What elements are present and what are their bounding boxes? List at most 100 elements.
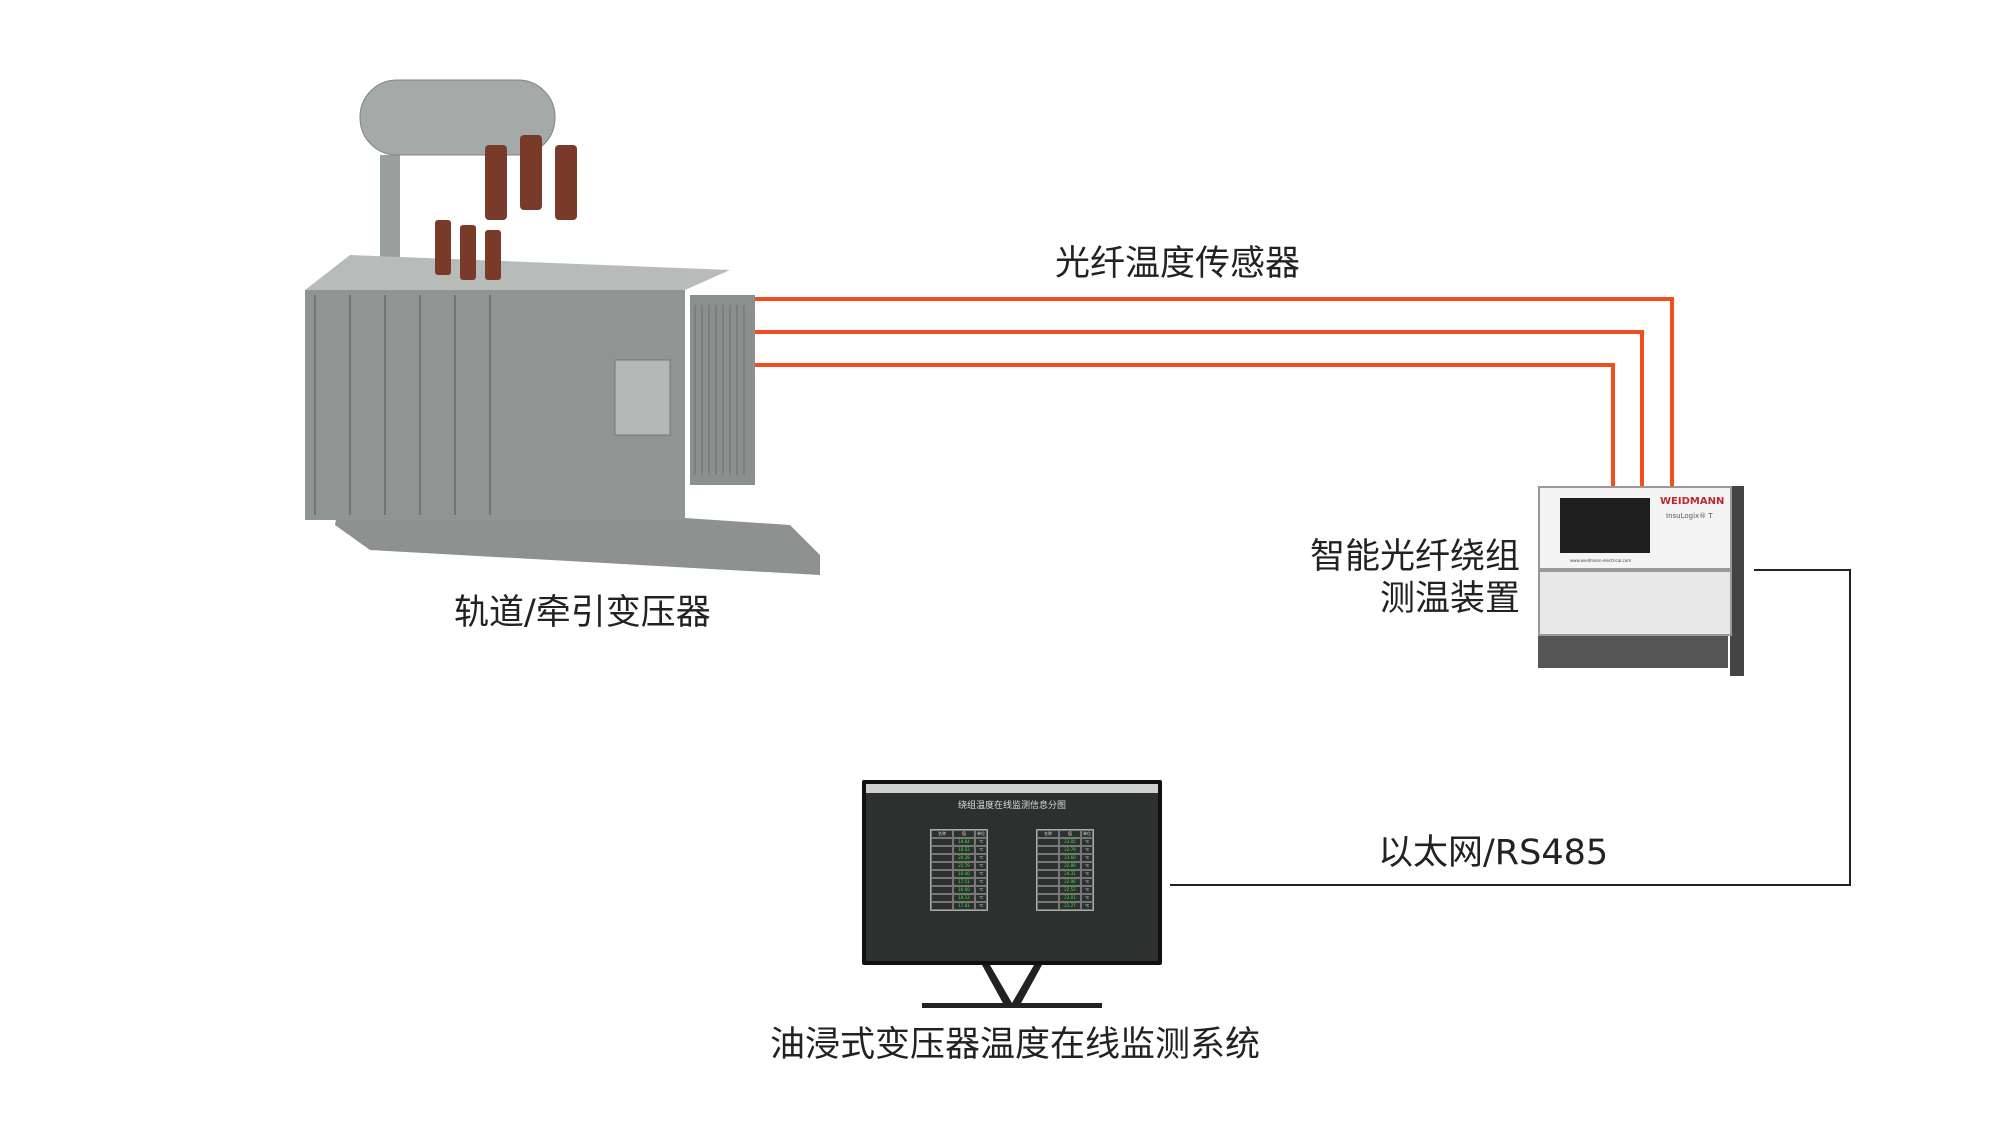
value-cell: 23.01 xyxy=(1059,894,1081,902)
value-cell: 17.51 xyxy=(953,878,975,886)
table-row: 22.96℃ xyxy=(1037,878,1093,886)
name-cell xyxy=(931,886,953,894)
network-label: 以太网/RS485 xyxy=(1378,833,1609,873)
header-cell: 名称 xyxy=(931,830,953,838)
table-row: 24.31℃ xyxy=(1037,870,1093,878)
value-cell: 19.12 xyxy=(953,894,975,902)
value-cell: 19.64 xyxy=(953,838,975,846)
table-row: 17.51℃ xyxy=(931,878,987,886)
name-cell xyxy=(1037,878,1059,886)
name-cell xyxy=(931,838,953,846)
table-row: 23.01℃ xyxy=(1037,894,1093,902)
name-cell xyxy=(1037,854,1059,862)
header-cell: 值 xyxy=(953,830,975,838)
unit-cell: ℃ xyxy=(975,846,987,854)
sensor-label: 光纤温度传感器 xyxy=(1055,244,1301,284)
table-row: 16.60℃ xyxy=(931,886,987,894)
name-cell xyxy=(931,902,953,910)
unit-cell: ℃ xyxy=(1081,886,1093,894)
value-cell: 20.28 xyxy=(953,854,975,862)
value-cell: 22.52 xyxy=(1059,886,1081,894)
name-cell xyxy=(931,846,953,854)
table-row: 20.28℃ xyxy=(931,854,987,862)
unit-cell: ℃ xyxy=(975,894,987,902)
temperature-measurement-device: WEIDMANN InsuLogix® T www.weidmann-elect… xyxy=(1538,486,1746,682)
header-cell: 名称 xyxy=(1037,830,1059,838)
value-cell: 24.31 xyxy=(1059,870,1081,878)
unit-cell: ℃ xyxy=(975,878,987,886)
table-header: 名称值单位 xyxy=(931,830,987,838)
table-header: 名称值单位 xyxy=(1037,830,1093,838)
header-cell: 值 xyxy=(1059,830,1081,838)
network-line xyxy=(1170,569,1851,886)
value-cell: 16.40 xyxy=(953,870,975,878)
fiber-line-3 xyxy=(752,363,1615,490)
table-row: 23.60℃ xyxy=(1037,854,1093,862)
value-cell: 16.60 xyxy=(953,886,975,894)
unit-cell: ℃ xyxy=(1081,862,1093,870)
device-label-line2: 测温装置 xyxy=(1379,579,1520,619)
name-cell xyxy=(1037,894,1059,902)
name-cell xyxy=(931,862,953,870)
device-label-line1: 智能光纤绕组 xyxy=(1309,537,1520,577)
table-row: 19.12℃ xyxy=(931,894,987,902)
table-row: 22.89℃ xyxy=(1037,862,1093,870)
header-cell: 单位 xyxy=(1081,830,1093,838)
unit-cell: ℃ xyxy=(1081,902,1093,910)
value-cell: 17.81 xyxy=(953,902,975,910)
unit-cell: ℃ xyxy=(1081,878,1093,886)
table-row: 18.52℃ xyxy=(931,846,987,854)
name-cell xyxy=(1037,838,1059,846)
fiber-line-1 xyxy=(752,297,1674,490)
unit-cell: ℃ xyxy=(1081,854,1093,862)
name-cell xyxy=(931,878,953,886)
unit-cell: ℃ xyxy=(975,886,987,894)
device-brand: WEIDMANN xyxy=(1660,496,1725,507)
table-row: 16.40℃ xyxy=(931,870,987,878)
value-cell: 22.89 xyxy=(1059,862,1081,870)
transformer-label: 轨道/牵引变压器 xyxy=(454,593,711,633)
unit-cell: ℃ xyxy=(975,902,987,910)
table-row: 23.05℃ xyxy=(1037,838,1093,846)
unit-cell: ℃ xyxy=(975,854,987,862)
unit-cell: ℃ xyxy=(1081,838,1093,846)
value-cell: 22.96 xyxy=(1059,878,1081,886)
fiber-optic-lines xyxy=(752,297,1674,490)
monitor-stand xyxy=(922,965,1102,1008)
device-display xyxy=(1560,498,1650,553)
value-cell: 23.60 xyxy=(1059,854,1081,862)
unit-cell: ℃ xyxy=(975,838,987,846)
unit-cell: ℃ xyxy=(975,870,987,878)
transformer-image xyxy=(305,79,820,575)
screen-title: 绕组温度在线监测信息分图 xyxy=(957,801,1066,811)
device-fiber-ports xyxy=(1538,636,1728,668)
value-cell: 21.79 xyxy=(953,862,975,870)
name-cell xyxy=(1037,902,1059,910)
name-cell xyxy=(931,870,953,878)
device-connector-panel xyxy=(1538,570,1732,636)
unit-cell: ℃ xyxy=(1081,894,1093,902)
value-cell: 21.27 xyxy=(1059,902,1081,910)
unit-cell: ℃ xyxy=(975,862,987,870)
unit-cell: ℃ xyxy=(1081,846,1093,854)
name-cell xyxy=(1037,870,1059,878)
table-row: 21.79℃ xyxy=(931,862,987,870)
value-cell: 18.52 xyxy=(953,846,975,854)
fiber-line-2 xyxy=(752,330,1644,490)
header-cell: 单位 xyxy=(975,830,987,838)
value-cell: 23.05 xyxy=(1059,838,1081,846)
system-label: 油浸式变压器温度在线监测系统 xyxy=(770,1025,1261,1065)
unit-cell: ℃ xyxy=(1081,870,1093,878)
table-row: 19.64℃ xyxy=(931,838,987,846)
table-row: 22.52℃ xyxy=(1037,886,1093,894)
value-cell: 22.79 xyxy=(1059,846,1081,854)
name-cell xyxy=(1037,846,1059,854)
name-cell xyxy=(931,894,953,902)
name-cell xyxy=(1037,862,1059,870)
table-row: 22.79℃ xyxy=(1037,846,1093,854)
